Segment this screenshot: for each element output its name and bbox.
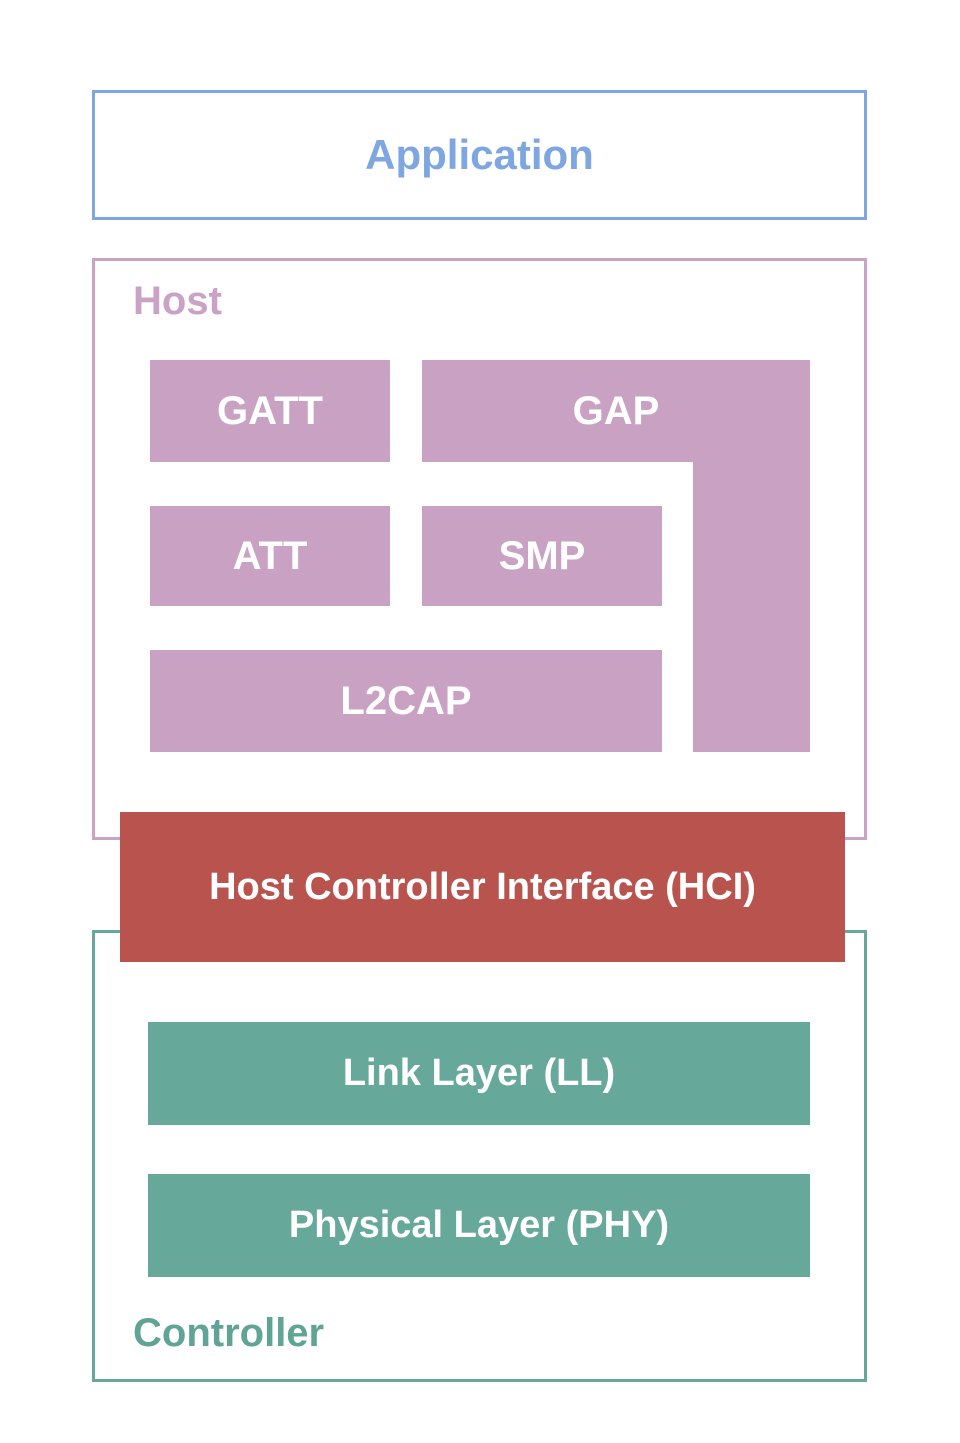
physical-layer-block: Physical Layer (PHY) xyxy=(148,1174,810,1277)
application-label: Application xyxy=(365,131,594,178)
application-layer-box: Application xyxy=(92,90,867,220)
host-label: Host xyxy=(133,279,222,323)
gatt-block: GATT xyxy=(150,360,390,462)
controller-label: Controller xyxy=(133,1311,325,1355)
host-layer-box: Host GATT GAP ATT SMP L2CAP xyxy=(92,258,867,840)
smp-block: SMP xyxy=(422,506,662,606)
gap-block-extension xyxy=(693,360,810,752)
l2cap-block: L2CAP xyxy=(150,650,662,752)
controller-layer-box: Link Layer (LL) Physical Layer (PHY) Con… xyxy=(92,930,867,1382)
link-layer-block: Link Layer (LL) xyxy=(148,1022,810,1125)
hci-block: Host Controller Interface (HCI) xyxy=(120,812,845,962)
att-block: ATT xyxy=(150,506,390,606)
